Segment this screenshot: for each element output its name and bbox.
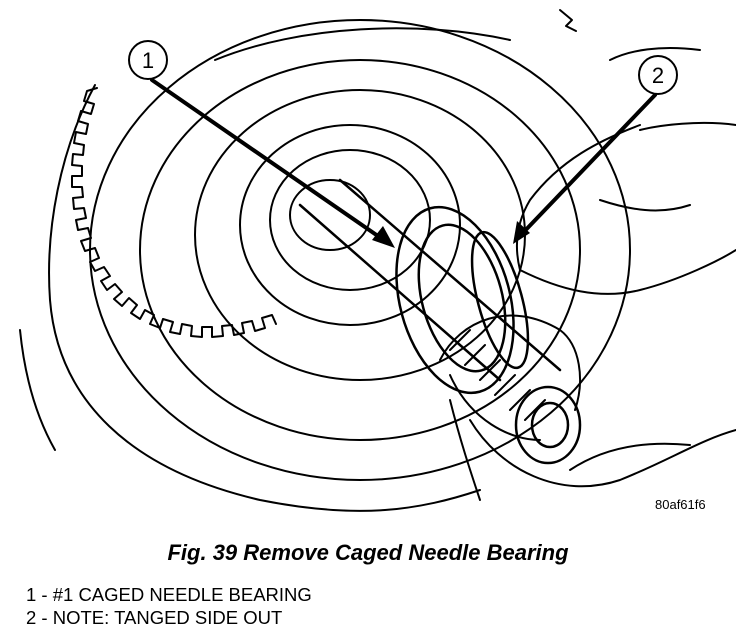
image-code-label: 80af61f6 xyxy=(655,497,706,512)
housing-outline xyxy=(19,27,511,512)
arrowhead-2 xyxy=(513,221,530,244)
legend: 1 - #1 CAGED NEEDLE BEARING 2 - NOTE: TA… xyxy=(26,583,312,629)
input-shaft xyxy=(298,178,582,465)
technician-hands xyxy=(449,9,736,501)
legend-item: 2 - NOTE: TANGED SIDE OUT xyxy=(26,607,283,628)
callout-1-number: 1 xyxy=(142,48,154,73)
callout-2-circle xyxy=(638,55,678,95)
callout-2-number: 2 xyxy=(652,63,664,88)
legend-item: 1 - #1 CAGED NEEDLE BEARING xyxy=(26,584,312,605)
figure-caption: Fig. 39 Remove Caged Needle Bearing xyxy=(167,540,569,565)
arrowhead-1 xyxy=(372,226,395,248)
shaft-splines xyxy=(439,314,581,441)
caged-needle-bearing xyxy=(395,205,530,395)
bearing-removal-illustration: 1 2 xyxy=(19,9,736,512)
housing-rings xyxy=(89,19,631,481)
leader-lines xyxy=(150,78,657,245)
callout-1-circle xyxy=(128,40,168,80)
reluctor-ring-teeth xyxy=(71,87,277,338)
